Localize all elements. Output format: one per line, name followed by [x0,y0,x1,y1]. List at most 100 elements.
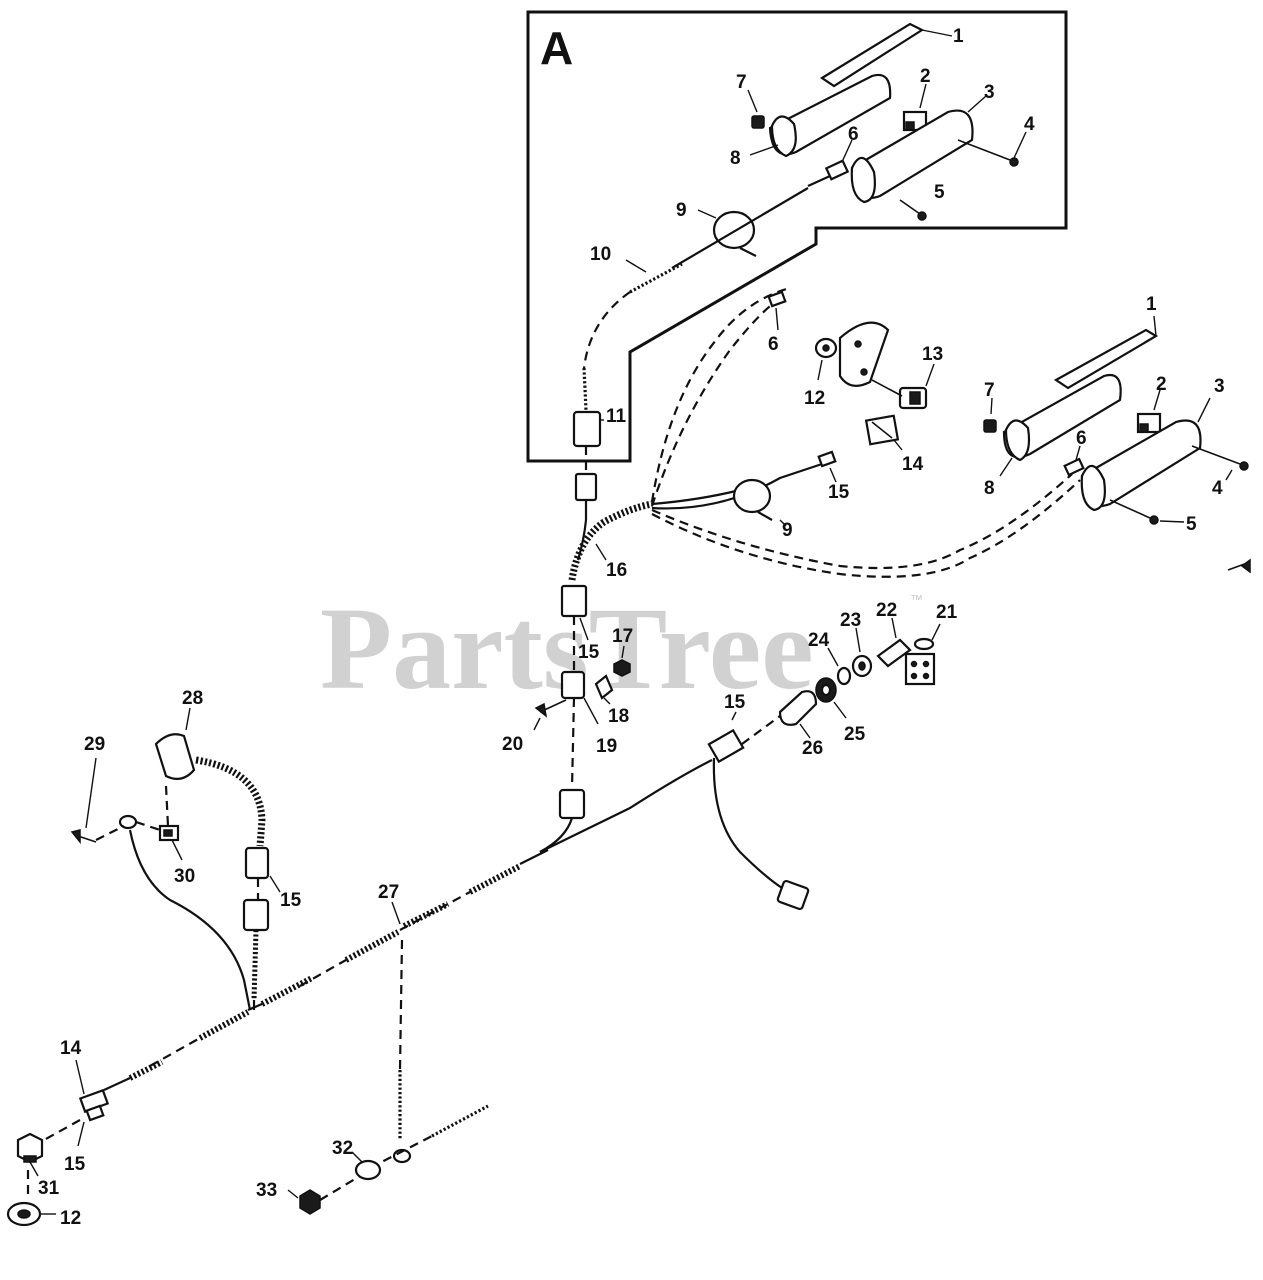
housing-3 [1080,397,1211,512]
ground-stud [369,1104,489,1169]
trunk-coil-far [198,1009,250,1041]
terminal-15-bottom [77,1104,105,1147]
gasket-25 [815,677,847,719]
callout-24: 24 [808,630,830,651]
callout-1b: 1 [1146,294,1157,315]
trunk-coil-left [260,975,314,1007]
callout-25: 25 [844,724,866,745]
connector-15-upper [560,584,588,618]
callout-19: 19 [596,736,617,757]
inset-border [526,10,1068,463]
nut-12 [814,337,838,381]
callout-32: 32 [332,1138,353,1159]
terminal-6 [767,290,787,331]
inset-sleeve-10 [629,262,683,294]
callout-7: 7 [736,72,747,93]
inset-lead-11 [582,367,588,411]
clip-30 [158,824,183,861]
connector-15-branch-lower [242,898,270,932]
callout-21: 21 [936,602,958,623]
bracket-plate-13 [838,321,890,387]
callout-15: 15 [828,482,850,503]
callout-labels: 1 2 3 4 5 6 7 8 9 10 11 6 12 13 1 7 2 3 … [38,26,1225,1229]
harness-loom-16 [568,500,653,581]
switch-2 [1136,389,1162,434]
callout-6: 6 [848,124,859,145]
callout-14: 14 [902,454,924,475]
callout-18: 18 [608,706,629,727]
callout-27: 27 [378,882,399,903]
nut-7 [983,419,997,433]
ring-24 [827,647,852,686]
grip-8 [999,373,1122,477]
washer-18 [594,674,614,705]
callout-3b: 3 [1214,376,1225,397]
callout-33: 33 [256,1180,277,1201]
connector-upper [574,472,598,502]
callout-6b: 6 [768,334,779,355]
callout-5: 5 [934,182,945,203]
inset-label: A [540,22,573,74]
callout-4: 4 [1024,114,1035,135]
callout-4b: 4 [1212,478,1223,499]
inset-lever-1 [819,22,953,88]
terminal-6b [1063,445,1085,477]
connector-14 [864,414,903,451]
trunk-upper [539,759,713,853]
trunk-coil-mid [402,901,450,929]
screw-5 [1109,499,1185,525]
nut-12-bottom [6,1201,56,1227]
connector-14-bottom [75,1059,110,1114]
switch-13 [898,363,935,410]
washer-23 [851,627,873,678]
callout-14b: 14 [60,1038,82,1059]
callout-16: 16 [606,560,627,581]
callout-2b: 2 [1156,374,1167,395]
ground-eyelet [118,814,138,830]
callout-17: 17 [612,626,633,647]
callout-30: 30 [174,866,195,887]
callout-1: 1 [953,26,964,47]
sensor-26 [778,690,818,739]
ground-drop-wire [398,939,404,1071]
clip-9 [732,478,787,527]
callout-15e: 15 [64,1154,86,1175]
screw-4 [1191,445,1249,481]
clamp-19 [560,670,599,725]
harness-wire-a [650,286,791,503]
callout-20: 20 [502,734,523,755]
bolt-29 [70,757,97,845]
inset-screw-5 [899,199,927,221]
callout-31: 31 [38,1178,60,1199]
washer-32 [351,1151,382,1181]
callout-9b: 9 [782,520,793,541]
callout-10: 10 [590,244,611,265]
connector-lower [558,788,586,820]
callout-23: 23 [840,610,861,631]
callout-26: 26 [802,738,823,759]
callout-29: 29 [84,734,105,755]
inset-switch-2 [902,83,928,132]
branch-loom-28 [195,756,266,847]
nut-17 [613,645,631,677]
inset-grip-8 [749,73,892,158]
connector-15-branch-upper [244,846,270,880]
harness-wire-b [650,299,779,507]
callout-3: 3 [984,82,995,103]
terminal-15 [817,450,837,483]
inset-screw-4 [957,131,1027,167]
callout-11: 11 [606,406,627,427]
callout-13: 13 [922,344,943,365]
connector-21 [904,623,941,686]
callout-8: 8 [730,148,741,169]
trunk-coil-27 [344,929,400,963]
callout-12: 12 [804,388,825,409]
lever-1 [1053,315,1159,390]
inset-housing-3 [850,95,987,204]
connector-15-right [707,711,745,764]
bracket-22 [876,617,912,668]
nut-33 [287,1175,361,1215]
inset-cable [671,187,809,269]
callout-12b: 12 [60,1208,81,1229]
connector-28 [154,707,196,781]
